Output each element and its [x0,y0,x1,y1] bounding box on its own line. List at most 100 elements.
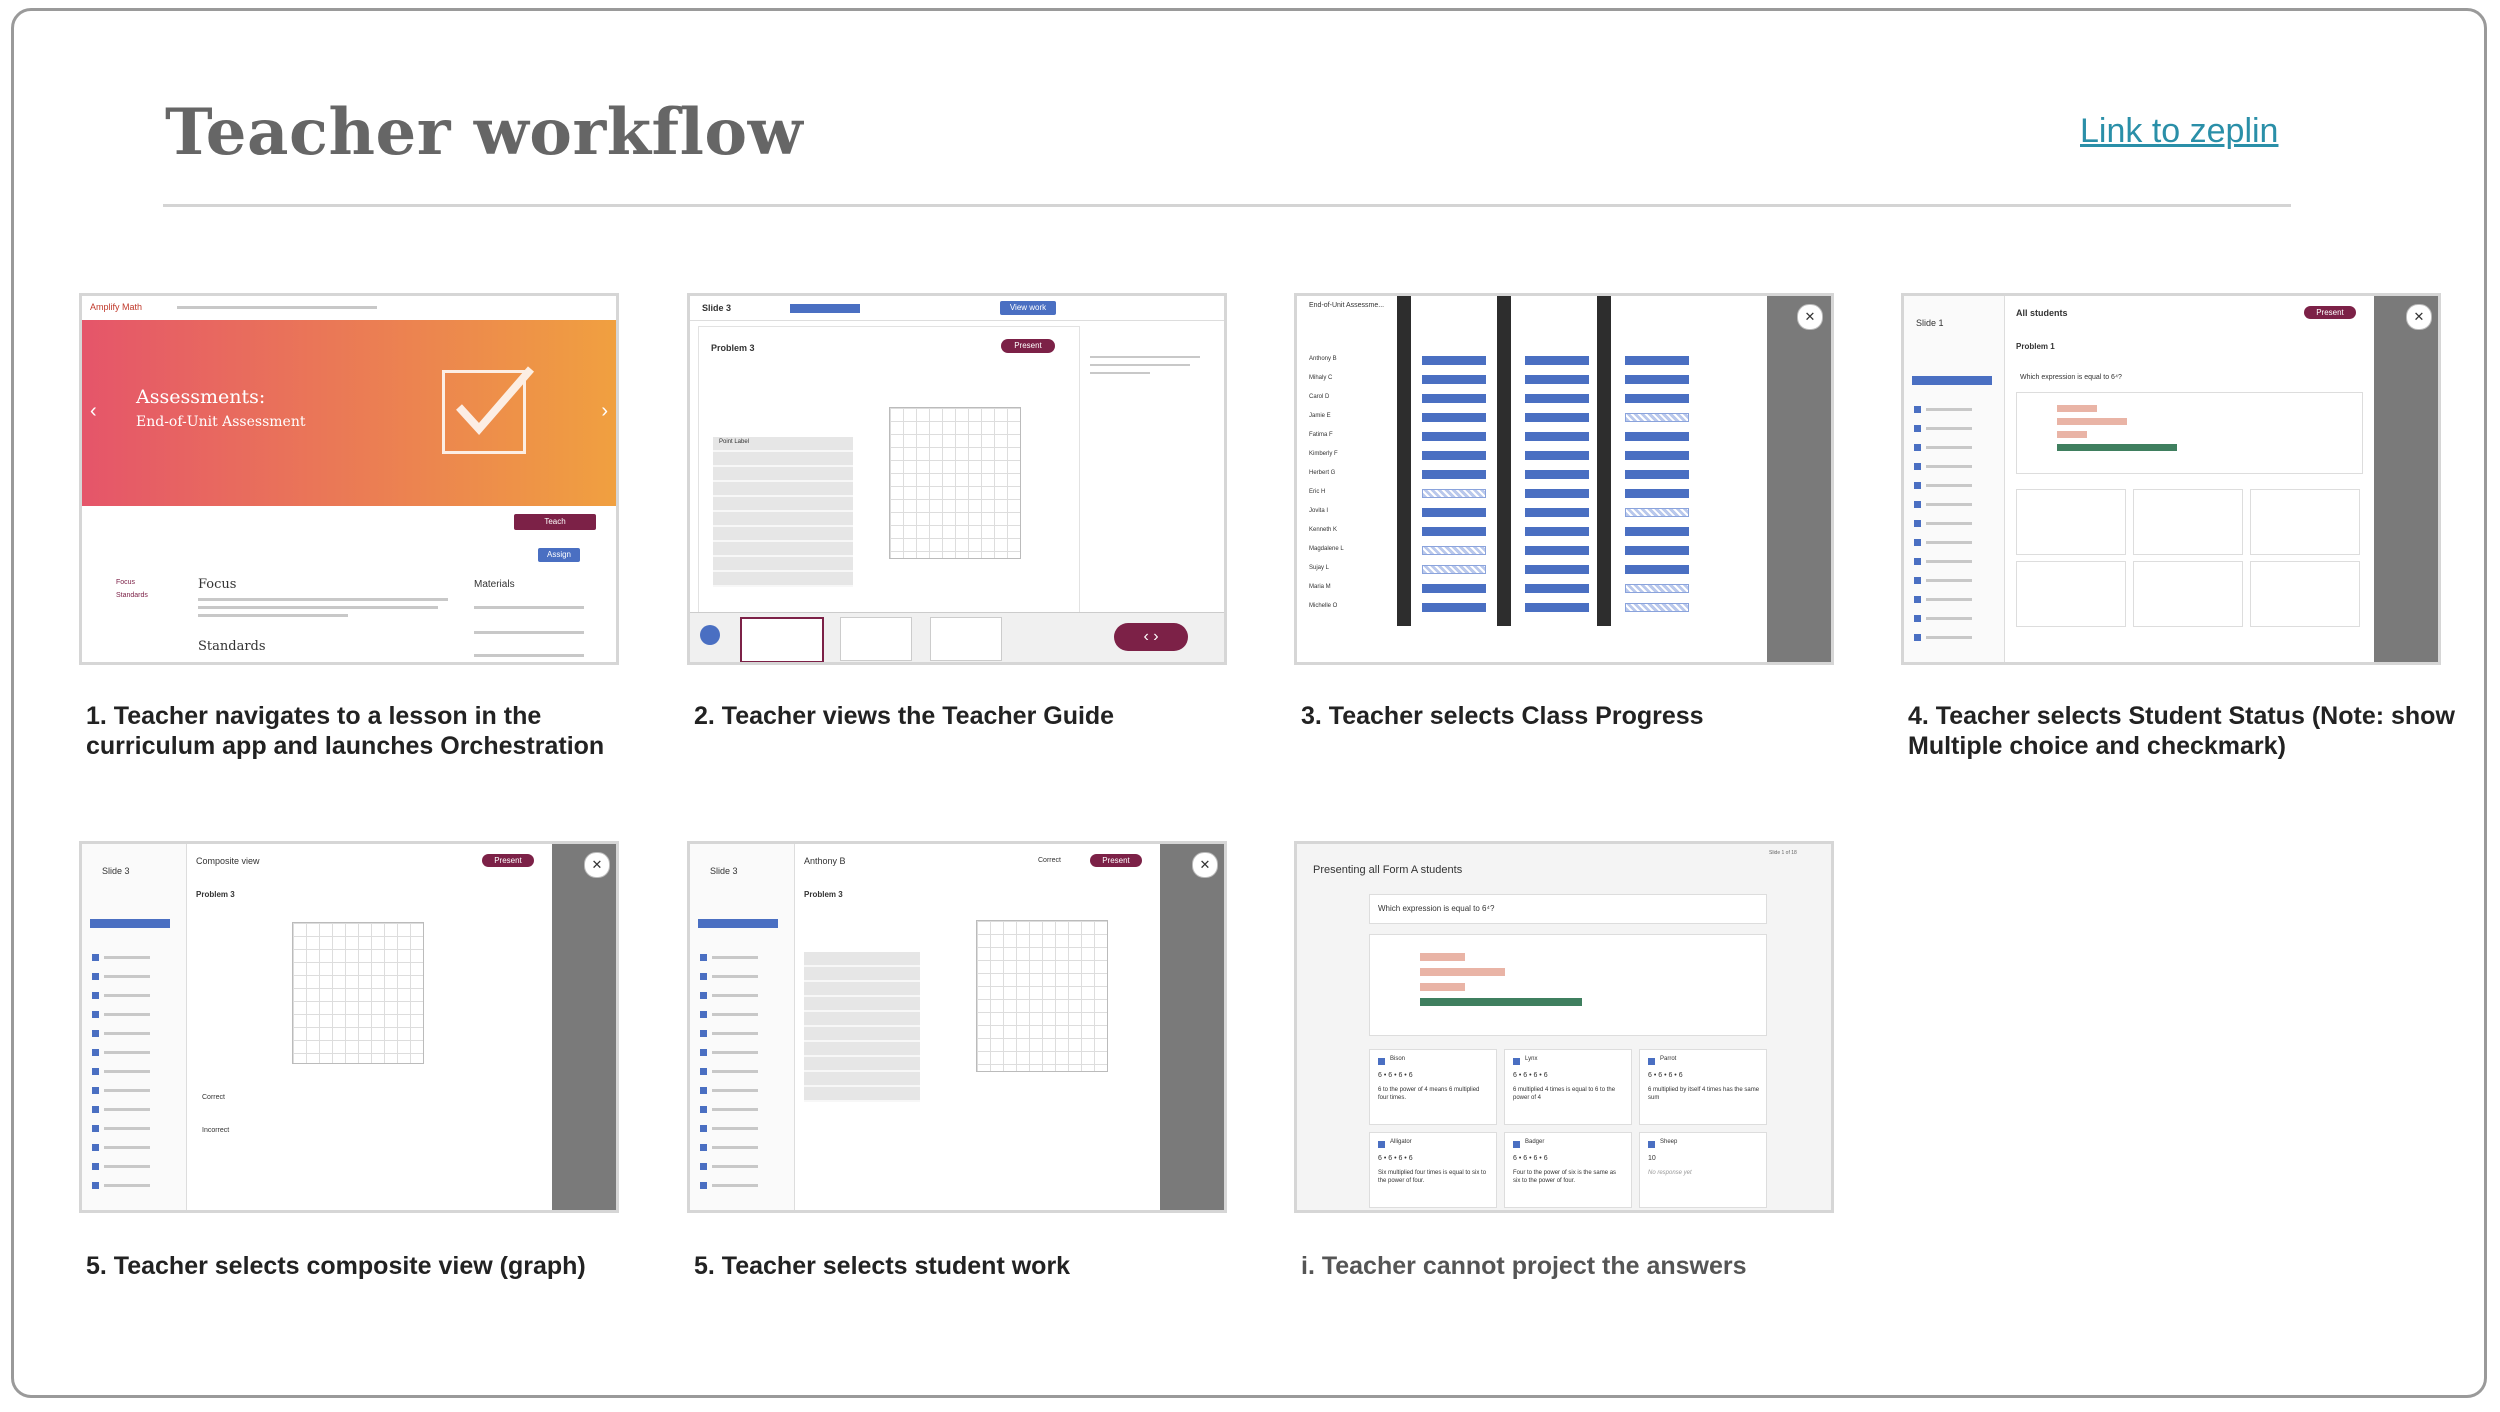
student-list-item[interactable] [1926,598,1972,601]
present-button[interactable]: Present [1090,854,1142,867]
progress-cell[interactable] [1422,356,1486,365]
progress-cell[interactable] [1625,413,1689,422]
slide-nav-arrows[interactable]: ‹ › [1114,623,1188,651]
focus-nav-link[interactable]: Focus [116,579,136,586]
slide-thumb-active[interactable] [740,617,824,662]
progress-cell[interactable] [1525,546,1589,555]
close-icon[interactable]: ✕ [2406,304,2432,330]
student-list-item[interactable] [1926,636,1972,639]
student-list-item[interactable] [712,975,758,978]
progress-cell[interactable] [1525,584,1589,593]
prev-arrow-icon[interactable]: ‹ [90,400,97,422]
student-list-item[interactable] [104,994,150,997]
progress-cell[interactable] [1625,546,1689,555]
teach-button[interactable]: Teach [514,514,596,530]
standards-nav-link[interactable]: Standards [116,592,148,599]
close-icon[interactable]: ✕ [1797,304,1823,330]
progress-cell[interactable] [1422,394,1486,403]
progress-cell[interactable] [1525,603,1589,612]
student-list-item[interactable] [712,956,758,959]
progress-cell[interactable] [1422,508,1486,517]
progress-cell[interactable] [1422,584,1486,593]
students-icon[interactable] [700,625,720,645]
progress-cell[interactable] [1525,413,1589,422]
progress-cell[interactable] [1625,527,1689,536]
student-answer-card[interactable] [2133,561,2243,627]
progress-cell[interactable] [1422,432,1486,441]
progress-cell[interactable] [1422,451,1486,460]
student-list-item[interactable] [104,1089,150,1092]
present-button[interactable]: Present [482,854,534,867]
present-button[interactable]: Present [1001,339,1055,353]
student-list-item[interactable] [104,1146,150,1149]
progress-cell[interactable] [1525,375,1589,384]
progress-cell[interactable] [1525,356,1589,365]
student-list-item[interactable] [1926,522,1972,525]
progress-cell[interactable] [1422,470,1486,479]
student-list-item[interactable] [1926,408,1972,411]
progress-cell[interactable] [1422,527,1486,536]
student-list-item[interactable] [712,1165,758,1168]
student-list-item[interactable] [712,1127,758,1130]
card-7-screenshot[interactable]: Slide 1 of 18 Presenting all Form A stud… [1294,841,1834,1213]
student-list-item[interactable] [712,1108,758,1111]
student-list-item[interactable] [1926,579,1972,582]
scatter-grid[interactable] [889,407,1021,559]
progress-cell[interactable] [1525,470,1589,479]
student-list-item[interactable] [104,1165,150,1168]
progress-cell[interactable] [1625,394,1689,403]
student-list-item[interactable] [104,956,150,959]
student-list-item[interactable] [104,1070,150,1073]
student-list-item[interactable] [104,1013,150,1016]
progress-cell[interactable] [1625,584,1689,593]
assign-button[interactable]: Assign [538,548,580,562]
progress-cell[interactable] [1422,565,1486,574]
progress-cell[interactable] [1422,546,1486,555]
progress-cell[interactable] [1525,451,1589,460]
progress-cell[interactable] [1625,356,1689,365]
progress-cell[interactable] [1625,451,1689,460]
progress-cell[interactable] [1422,603,1486,612]
progress-cell[interactable] [1422,489,1486,498]
zeplin-link[interactable]: Link to zeplin [2080,112,2279,150]
slide-thumb[interactable] [930,617,1002,661]
student-list-item[interactable] [1926,560,1972,563]
student-list-item[interactable] [104,1051,150,1054]
progress-cell[interactable] [1625,603,1689,612]
student-list-item[interactable] [104,1032,150,1035]
student-list-item[interactable] [1926,465,1972,468]
student-list-item[interactable] [712,1146,758,1149]
student-list-item[interactable] [712,1184,758,1187]
student-answer-card[interactable] [2250,489,2360,555]
progress-cell[interactable] [1625,489,1689,498]
student-list-item[interactable] [1926,427,1972,430]
slide-thumb[interactable] [840,617,912,661]
card-6-screenshot[interactable]: Slide 3 Anthony B Correct Present Proble… [687,841,1227,1213]
progress-cell[interactable] [1625,432,1689,441]
student-list-item[interactable] [104,1108,150,1111]
next-arrow-icon[interactable]: › [601,400,608,422]
progress-cell[interactable] [1625,565,1689,574]
close-icon[interactable]: ✕ [1192,852,1218,878]
view-work-button[interactable]: View work [1000,301,1056,315]
student-list-item[interactable] [104,975,150,978]
student-list-item[interactable] [1926,617,1972,620]
student-answer-card[interactable] [2133,489,2243,555]
progress-cell[interactable] [1525,432,1589,441]
progress-cell[interactable] [1422,375,1486,384]
student-list-item[interactable] [712,1089,758,1092]
progress-cell[interactable] [1625,470,1689,479]
student-list-item[interactable] [712,1070,758,1073]
progress-cell[interactable] [1422,413,1486,422]
card-1-screenshot[interactable]: Amplify Math Assessments: End-of-Unit As… [79,293,619,665]
progress-cell[interactable] [1525,489,1589,498]
student-list-item[interactable] [712,1013,758,1016]
progress-cell[interactable] [1525,394,1589,403]
card-2-screenshot[interactable]: Slide 3 View work Problem 3 Present Poin… [687,293,1227,665]
progress-cell[interactable] [1525,508,1589,517]
student-answer-card[interactable] [2016,561,2126,627]
student-list-item[interactable] [1926,541,1972,544]
student-list-item[interactable] [104,1184,150,1187]
progress-cell[interactable] [1525,527,1589,536]
